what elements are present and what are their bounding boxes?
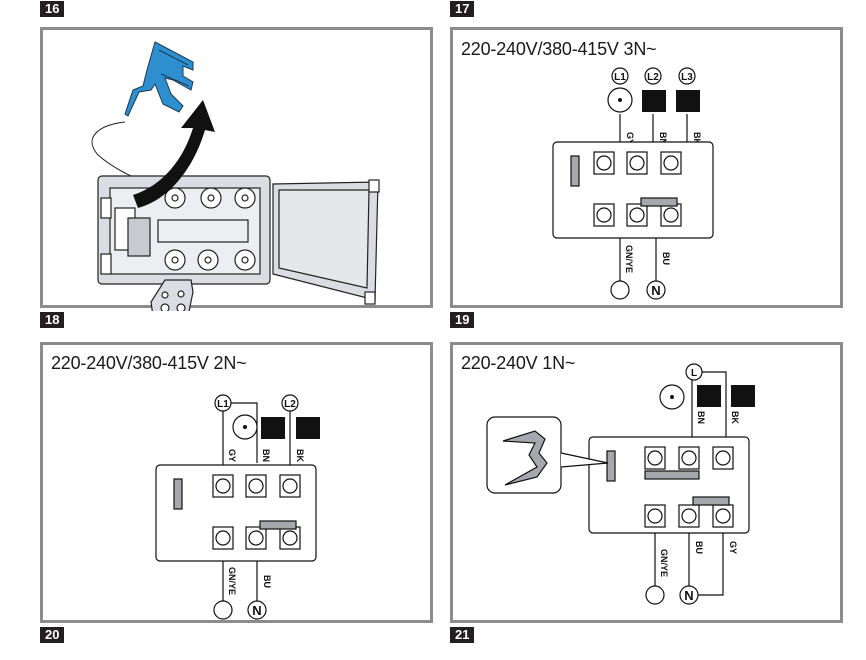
terminal-block (552, 141, 714, 239)
fan-icon (607, 87, 633, 113)
wire-label-gnye: GN/YE (624, 245, 634, 273)
heating-element-icon (642, 90, 666, 112)
wire-label-gy: GY (625, 132, 635, 145)
figure-21-panel: 220-240V 1N~ L N BN BK GN/YE BU GY (450, 342, 843, 623)
heating-element-icon (296, 417, 320, 439)
phase-label-L2: L2 (647, 72, 659, 83)
phase-label-L1: L1 (217, 399, 229, 410)
blue-clip (124, 41, 194, 117)
figure-20-panel: 220-240V/380-415V 2N~ L1 L2 N GY BN BK G… (40, 342, 433, 623)
phase-label-L2: L2 (284, 399, 296, 410)
mounting-bracket (150, 279, 194, 311)
wiring-diagram-1N: L N BN BK GN/YE BU GY (486, 363, 755, 605)
bridge-callout (486, 416, 609, 494)
wire-label-gy: GY (728, 541, 738, 554)
terminal-screws-bottom (164, 249, 256, 271)
wire-label-bn: BN (696, 411, 706, 424)
phase-label-L3: L3 (681, 72, 693, 83)
wire-label-bn: BN (261, 449, 271, 462)
wire-label-gnye: GN/YE (659, 549, 669, 577)
wire-label-bk: BK (692, 132, 702, 145)
terminal-block (155, 464, 317, 562)
figure-number-16: 16 (40, 1, 65, 17)
wire-label-bu: BU (661, 252, 671, 265)
heating-element-icon (676, 90, 700, 112)
removal-arrow (133, 100, 215, 208)
neutral-label: N (651, 283, 660, 298)
phase-label-L1: L1 (614, 72, 626, 83)
fan-icon (232, 414, 258, 440)
wiring-diagram-3N: L1 L2 L3 N GY BN BK GN/YE BU (552, 67, 714, 300)
terminal-block-clip-removal-illustration (91, 41, 380, 311)
wire-label-bu: BU (694, 541, 704, 554)
heating-element-icon (261, 417, 285, 439)
figure-17-panel: 220-240V/380-415V 3N~ L1 L2 L3 N GY BN B… (450, 27, 843, 308)
cable (91, 121, 144, 181)
terminal-cover-lid (272, 179, 380, 305)
wire-label-bn: BN (658, 132, 668, 145)
figure-number-18: 18 (40, 312, 65, 328)
terminal-block (588, 436, 750, 534)
voltage-title-2N: 220-240V/380-415V 2N~ (51, 353, 247, 373)
phase-label-L: L (691, 368, 697, 379)
figure-number-21: 21 (450, 627, 475, 643)
wire-label-bk: BK (295, 449, 305, 462)
terminal-screws-top (164, 187, 256, 209)
neutral-label: N (684, 588, 693, 603)
wire-label-bk: BK (730, 411, 740, 424)
wiring-diagram-2N: L1 L2 N GY BN BK GN/YE BU (155, 394, 320, 620)
neutral-label: N (252, 603, 261, 618)
wire-label-gy: GY (227, 449, 237, 462)
wire-label-bu: BU (262, 575, 272, 588)
wire-label-gnye: GN/YE (227, 567, 237, 595)
figure-16-panel (40, 27, 433, 311)
figure-number-17: 17 (450, 1, 475, 17)
heating-element-icon (697, 385, 721, 407)
figure-number-20: 20 (40, 627, 65, 643)
voltage-title-1N: 220-240V 1N~ (461, 353, 576, 373)
figure-number-19: 19 (450, 312, 475, 328)
heating-element-icon (731, 385, 755, 407)
voltage-title-3N: 220-240V/380-415V 3N~ (461, 39, 657, 59)
fan-icon (659, 384, 685, 410)
